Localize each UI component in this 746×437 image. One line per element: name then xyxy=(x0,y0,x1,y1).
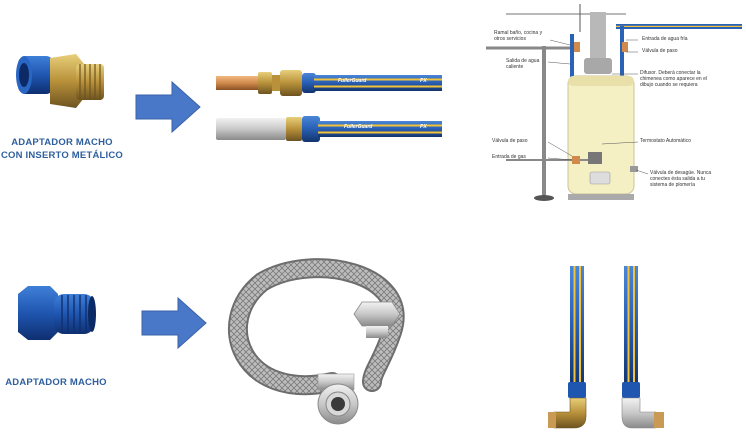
pipe-brand-text: FullerGuard xyxy=(338,78,367,84)
callout-stop-valve-top: Válvula de paso xyxy=(642,48,678,54)
callout-hot-water-outlet: Salida de agua caliente xyxy=(506,58,548,70)
callout-hot-water-outlet-text: Salida de agua caliente xyxy=(506,58,540,70)
pipe-with-steel-elbow-right-image xyxy=(612,266,666,432)
male-adapter-image xyxy=(14,280,98,346)
callout-gas-inlet: Entrada de gas xyxy=(492,154,526,160)
pipe-mark-text: PX xyxy=(420,78,427,84)
product-label-male-adapter-metal-insert: ADAPTADOR MACHO CON INSERTO METÁLICO xyxy=(0,136,124,162)
callout-branch-services-text: Ramal baño, cocina y otros servicios xyxy=(494,30,543,42)
callout-diffuser-text: Difusor. Deberá conectar la chimenea com… xyxy=(640,70,707,88)
pipe-with-copper-fitting-image: FullerGuard PX xyxy=(214,66,444,100)
callout-drain-valve: Válvula de desagüe. Nunca conectes ésta … xyxy=(650,170,716,188)
water-heater-diagram: Entrada de agua fría Ramal baño, cocina … xyxy=(476,2,742,216)
callout-branch-services: Ramal baño, cocina y otros servicios xyxy=(494,30,550,42)
pipe-mark-text: PX xyxy=(420,124,427,130)
pipe-with-metal-elbow-left-image xyxy=(548,266,598,432)
callout-thermostat: Termostato Automático xyxy=(640,138,691,144)
callout-cold-water-inlet: Entrada de agua fría xyxy=(642,36,688,42)
male-adapter-metal-insert-image xyxy=(14,48,114,118)
arrow-right-icon xyxy=(134,80,202,134)
braided-flexible-hose-image xyxy=(222,258,432,426)
product-label-line1: ADAPTADOR MACHO xyxy=(11,137,113,148)
callout-drain-valve-text: Válvula de desagüe. Nunca conectes ésta … xyxy=(650,170,712,188)
product-label-male-adapter: ADAPTADOR MACHO xyxy=(5,377,107,388)
arrow-right-icon xyxy=(140,296,208,350)
pipe-with-steel-fitting-image: FullerGuard PX xyxy=(214,114,444,144)
product-label-line2: CON INSERTO METÁLICO xyxy=(0,150,124,161)
pipe-brand-text: FullerGuard xyxy=(344,124,373,130)
callout-stop-valve-bottom: Válvula de paso xyxy=(492,138,528,144)
callout-diffuser: Difusor. Deberá conectar la chimenea com… xyxy=(640,70,716,88)
